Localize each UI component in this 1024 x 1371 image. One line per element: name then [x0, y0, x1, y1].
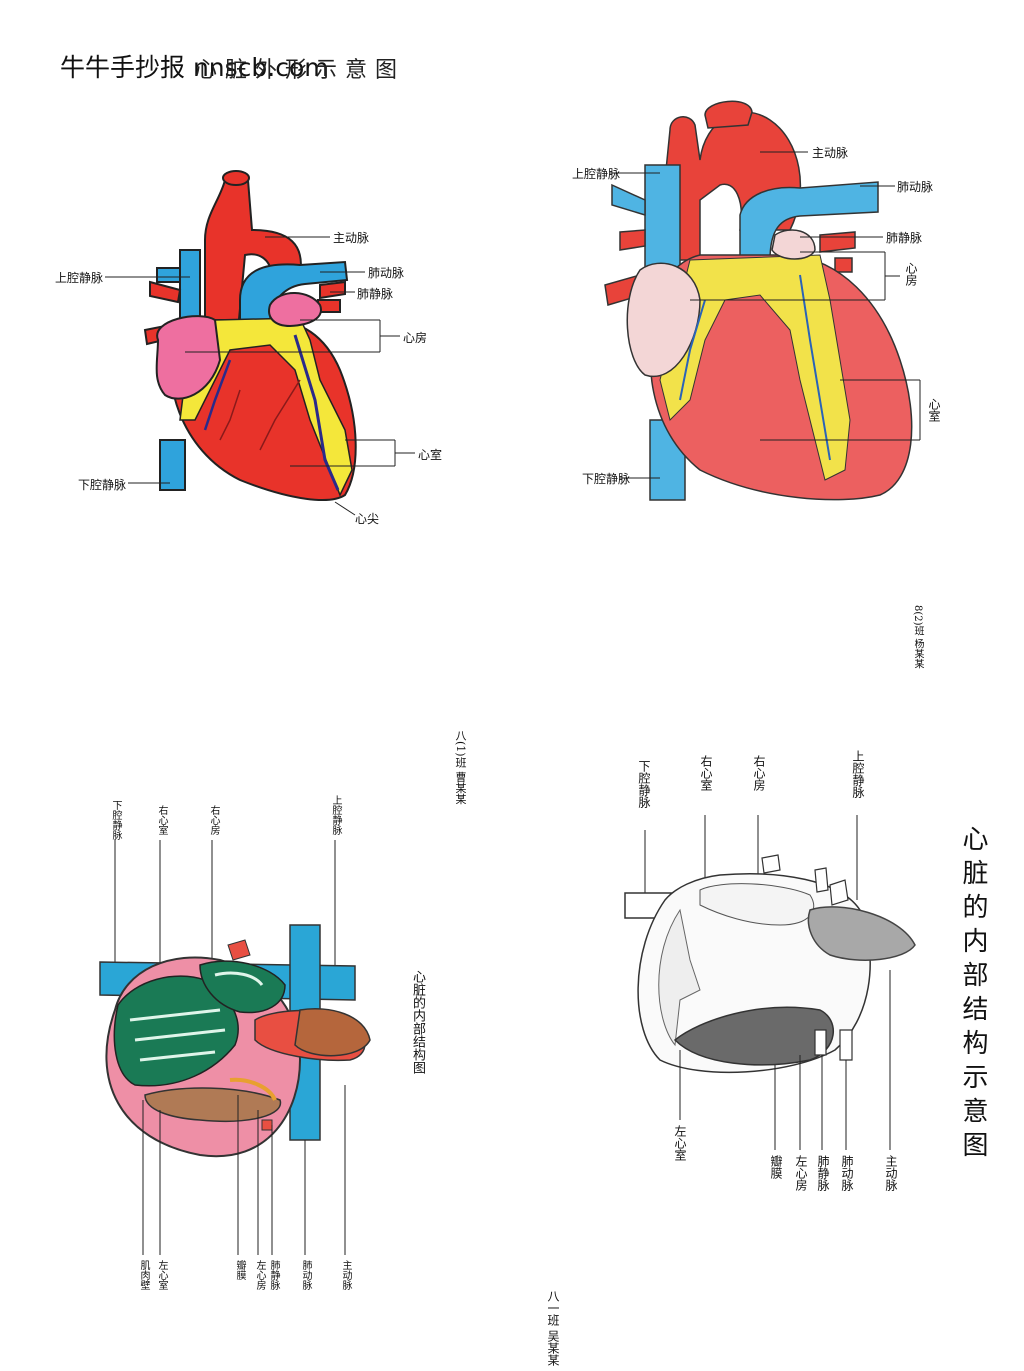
d3-signature: 八(1)班 曹某某 — [454, 730, 467, 805]
d1-label-ivc: 下腔静脉 — [78, 478, 127, 492]
d4-label-ivc: 下腔静脉 — [637, 760, 651, 808]
d1-label-pulmonary-artery: 肺动脉 — [368, 266, 405, 280]
d2-label-svc: 上腔静脉 — [572, 167, 621, 181]
d4-label-valve: 瓣膜 — [769, 1155, 783, 1179]
d4-label-left-ventricle: 左心室 — [673, 1125, 687, 1161]
watermark: 牛牛手抄报 nnscb.com — [60, 53, 329, 82]
d2-label-pulmonary-artery: 肺动脉 — [897, 180, 934, 194]
d3-label-aorta: 主动脉 — [340, 1260, 351, 1290]
d1-label-apex: 心尖 — [355, 512, 380, 526]
d4-label-aorta: 主动脉 — [884, 1155, 898, 1191]
d4-label-pulmonary-artery: 肺动脉 — [840, 1155, 854, 1191]
d4-label-pulmonary-vein: 肺静脉 — [816, 1155, 830, 1191]
d3-label-left-ventricle: 左心室 — [156, 1260, 167, 1290]
d3-label-pulmonary-artery: 肺动脉 — [300, 1260, 311, 1290]
d1-label-svc: 上腔静脉 — [55, 271, 104, 285]
d1-label-ventricles: 心室 — [418, 448, 443, 462]
d3-label-svc: 上腔静脉 — [330, 795, 341, 835]
d3-label-pulmonary-vein: 肺静脉 — [268, 1260, 279, 1290]
d1-label-pulmonary-vein: 肺静脉 — [357, 287, 394, 301]
d4-title: 心脏的内部结构示意图 — [958, 825, 988, 1165]
d4-label-left-atrium: 左心房 — [794, 1155, 808, 1191]
d2-label-atria: 心房 — [904, 262, 918, 286]
d3-label-left-atrium: 左心房 — [254, 1260, 265, 1290]
d4-signature: 八一班 吴某某 — [546, 1290, 560, 1366]
d3-title: 心脏的内部结构图 — [410, 970, 425, 1074]
d3-label-right-atrium: 右心房 — [208, 805, 219, 835]
d4-label-svc: 上腔静脉 — [851, 750, 865, 798]
d4-label-right-atrium: 右心房 — [752, 755, 766, 791]
d2-label-aorta: 主动脉 — [812, 146, 849, 160]
heading-handwritten: 心脏外形示意图 — [195, 58, 406, 83]
d2-label-ventricles: 心室 — [927, 398, 941, 422]
d3-label-right-ventricle: 右心室 — [156, 805, 167, 835]
d1-label-aorta: 主动脉 — [333, 231, 370, 245]
d3-label-valve: 瓣膜 — [234, 1260, 245, 1280]
d2-label-pulmonary-vein: 肺静脉 — [886, 231, 923, 245]
d3-label-myocardium: 肌肉壁 — [138, 1260, 149, 1290]
d1-label-atria: 心房 — [403, 331, 428, 345]
d2-signature: 8(2)班 杨某某 — [912, 605, 923, 669]
d3-label-ivc: 下腔静脉 — [110, 800, 121, 840]
d4-label-right-ventricle: 右心室 — [699, 755, 713, 791]
d2-label-ivc: 下腔静脉 — [582, 472, 631, 486]
